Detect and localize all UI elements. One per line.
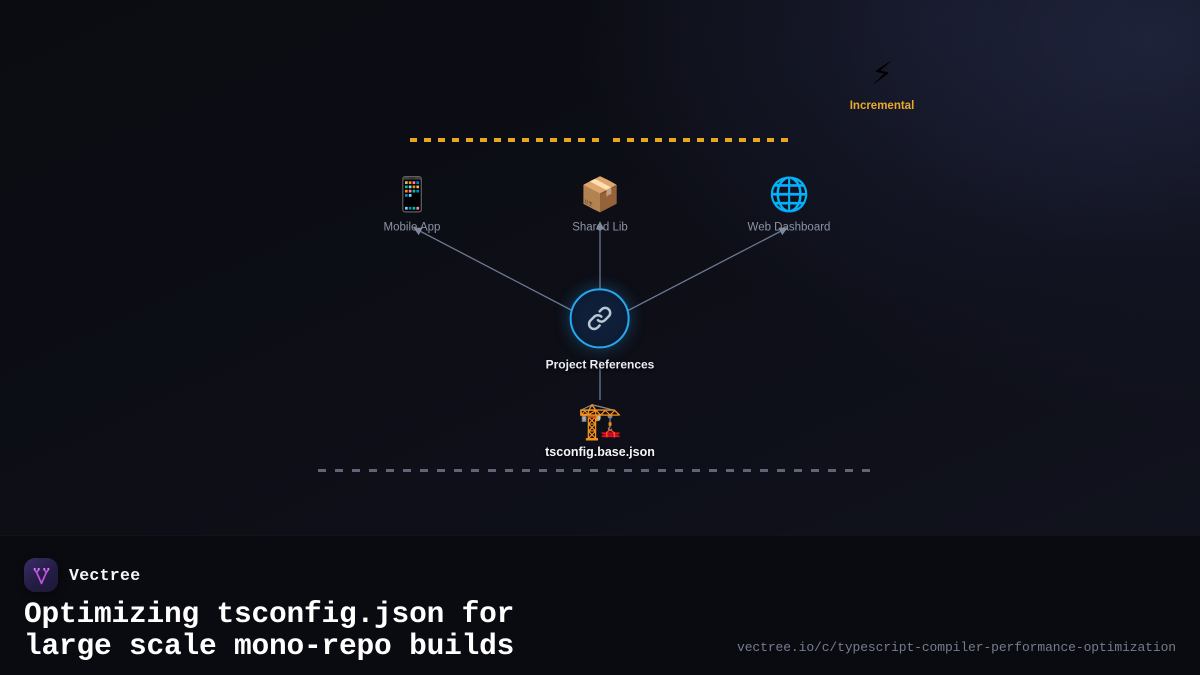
edge-layer <box>413 221 788 400</box>
mobile-phone-icon: 📱 <box>391 174 433 214</box>
node-mobile-app-label: Mobile App <box>383 221 441 234</box>
node-tsconfig-base-json-label: tsconfig.base.json <box>545 445 655 460</box>
vectree-tree-mark-icon <box>24 558 58 592</box>
globe-icon: 🌐 <box>768 174 810 214</box>
rail-top-dashed-amber <box>0 138 1200 142</box>
node-project-references-label: Project References <box>545 357 655 372</box>
link-chain-icon <box>569 288 630 349</box>
edge-hub-to-web-dashboard <box>626 227 788 312</box>
page-title-line-1: Optimizing tsconfig.json for <box>24 597 515 631</box>
page-title: Optimizing tsconfig.json for large scale… <box>24 598 514 662</box>
node-incremental-label: Incremental <box>849 100 915 113</box>
node-mobile-app[interactable]: 📱 Mobile App <box>384 178 441 235</box>
source-url[interactable]: vectree.io/c/typescript-compiler-perform… <box>737 640 1176 655</box>
rail-bottom-dashed-steel <box>0 469 1200 473</box>
edge-hub-to-mobile-app <box>413 227 574 312</box>
graph-canvas: ⚡ Incremental 📱 Mobile App 📦 Shared Lib … <box>0 59 1200 473</box>
page-title-line-2: large scale mono-repo builds <box>24 629 515 664</box>
lightning-bolt-icon: ⚡ <box>871 56 893 93</box>
node-web-dashboard-label: Web Dashboard <box>747 221 831 234</box>
brand-name: Vectree <box>69 565 141 585</box>
node-web-dashboard[interactable]: 🌐 Web Dashboard <box>748 178 831 235</box>
node-shared-lib[interactable]: 📦 Shared Lib <box>572 178 628 235</box>
construction-crane-icon: 🏗️ <box>577 401 623 443</box>
node-tsconfig-base-json[interactable]: 🏗️ tsconfig.base.json <box>545 404 655 460</box>
brand: Vectree <box>24 558 140 592</box>
node-shared-lib-label: Shared Lib <box>572 221 628 234</box>
package-box-icon: 📦 <box>579 174 621 214</box>
node-incremental[interactable]: ⚡ Incremental <box>850 59 915 113</box>
footer-bar: Vectree Optimizing tsconfig.json for lar… <box>0 535 1200 675</box>
node-project-references[interactable]: Project References <box>545 288 655 372</box>
